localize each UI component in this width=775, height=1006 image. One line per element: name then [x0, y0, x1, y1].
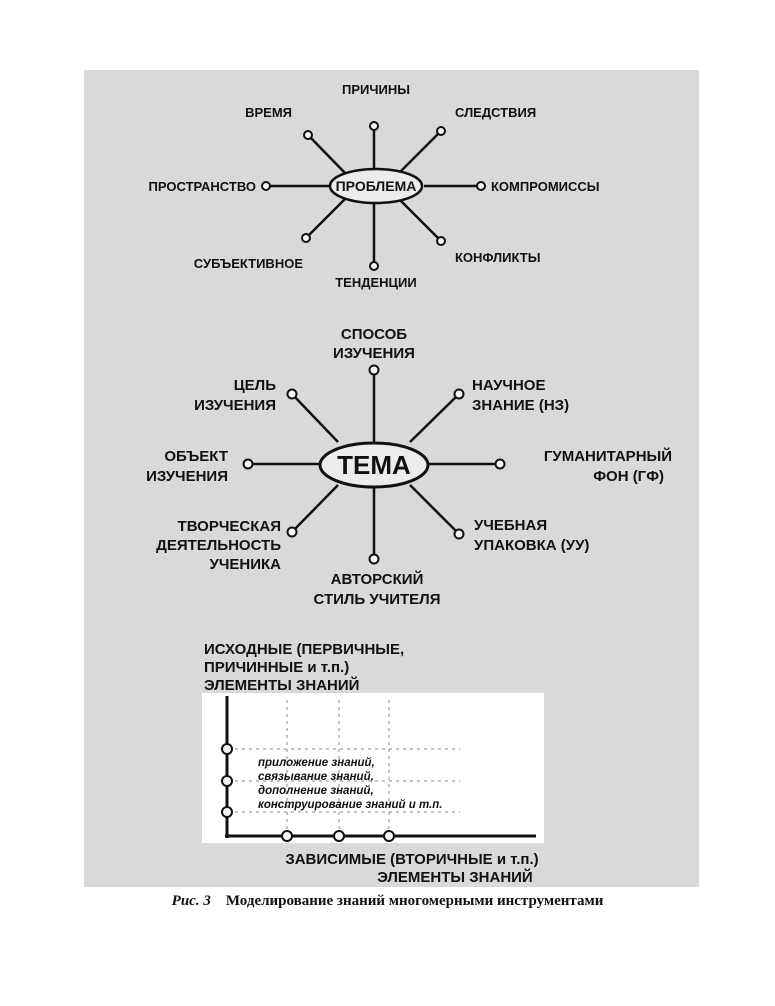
- problem-spoke: [397, 130, 442, 175]
- theme-center-ellipse: [318, 441, 430, 489]
- vertical-axis-label-line1: ИСХОДНЫЕ (ПЕРВИЧНЫЕ,: [204, 641, 404, 658]
- vertical-axis-node: [221, 743, 233, 755]
- operation-label: дополнение знаний,: [258, 785, 374, 797]
- theme-spoke: [409, 484, 460, 535]
- problem-spoke: [397, 197, 442, 242]
- theme-label-creative-line2: ДЕЯТЕЛЬНОСТЬ: [156, 537, 281, 554]
- problem-label-subjective: СУБЪЕКТИВНОЕ: [194, 256, 304, 271]
- theme-center-label: ТЕМА: [337, 450, 411, 480]
- horizontal-axis-node: [281, 830, 293, 842]
- problem-diagram: ПРОБЛЕМА ПРИЧИНЫ СЛЕДСТВИЯ КОМПРОМИССЫ К…: [149, 82, 600, 290]
- problem-spoke-node: [261, 181, 271, 191]
- theme-spoke: [291, 484, 339, 533]
- problem-label-consequences: СЛЕДСТВИЯ: [455, 105, 536, 120]
- theme-spoke-node: [368, 364, 380, 376]
- theme-label-style-line2: СТИЛЬ УЧИТЕЛЯ: [313, 591, 440, 608]
- theme-spoke-node: [286, 388, 298, 400]
- theme-label-method-line2: ИЗУЧЕНИЯ: [333, 345, 415, 362]
- theme-label-humanitarian-line1: ГУМАНИТАРНЫЙ: [544, 447, 672, 465]
- knowledge-grid: ИСХОДНЫЕ (ПЕРВИЧНЫЕ, ПРИЧИННЫЕ и т.п.) Э…: [202, 641, 544, 886]
- vertical-axis-node: [221, 806, 233, 818]
- problem-spoke-node: [303, 130, 313, 140]
- theme-diagram: ТЕМА СПОСОБ ИЗУЧЕНИЯ НАУЧНОЕ ЗНАНИЕ (НЗ)…: [146, 326, 672, 608]
- horizontal-axis-node: [333, 830, 345, 842]
- problem-label-space: ПРОСТРАНСТВО: [149, 179, 256, 194]
- theme-label-object-line2: ИЗУЧЕНИЯ: [146, 468, 228, 485]
- theme-label-package-line2: УПАКОВКА (УУ): [474, 537, 589, 554]
- horizontal-axis-label-line1: ЗАВИСИМЫЕ (ВТОРИЧНЫЕ и т.п.): [285, 851, 538, 868]
- operation-label: связывание знаний,: [258, 771, 374, 783]
- problem-spoke-node: [301, 233, 311, 243]
- theme-label-style-line1: АВТОРСКИЙ: [331, 570, 424, 588]
- problem-spoke-node: [436, 236, 446, 246]
- theme-spoke-node: [286, 526, 298, 538]
- horizontal-axis-label-line2: ЭЛЕМЕНТЫ ЗНАНИЙ: [377, 868, 532, 886]
- theme-spoke-node: [453, 528, 465, 540]
- theme-label-method-line1: СПОСОБ: [341, 326, 407, 343]
- problem-spoke: [305, 197, 347, 239]
- theme-label-object-line1: ОБЪЕКТ: [164, 448, 228, 465]
- vertical-axis-label-line2: ПРИЧИННЫЕ и т.п.): [204, 659, 349, 676]
- theme-label-goal-line2: ИЗУЧЕНИЯ: [194, 397, 276, 414]
- problem-spoke-node: [369, 121, 379, 131]
- vertical-axis-label-line3: ЭЛЕМЕНТЫ ЗНАНИЙ: [204, 676, 359, 694]
- problem-label-tendencies: ТЕНДЕНЦИИ: [335, 275, 417, 290]
- theme-label-science-line2: ЗНАНИЕ (НЗ): [472, 397, 569, 414]
- theme-spoke: [409, 393, 460, 443]
- figure-caption-text: Моделирование знаний многомерными инстру…: [225, 893, 604, 909]
- problem-spoke-node: [476, 181, 486, 191]
- vertical-axis-node: [221, 775, 233, 787]
- problem-label-time: ВРЕМЯ: [245, 105, 292, 120]
- problem-label-causes: ПРИЧИНЫ: [342, 82, 410, 97]
- problem-label-compromises: КОМПРОМИССЫ: [491, 179, 600, 194]
- theme-spoke-node: [494, 458, 506, 470]
- theme-spoke-node: [453, 388, 465, 400]
- theme-spoke-node: [368, 553, 380, 565]
- theme-label-package-line1: УЧЕБНАЯ: [474, 517, 547, 534]
- problem-center-ellipse: [328, 167, 424, 205]
- operation-label: конструирование знаний и т.п.: [258, 799, 442, 811]
- theme-label-creative-line3: УЧЕНИКА: [210, 556, 282, 573]
- horizontal-axis-node: [383, 830, 395, 842]
- theme-label-goal-line1: ЦЕЛЬ: [234, 377, 276, 394]
- problem-spoke-node: [369, 261, 379, 271]
- theme-label-creative-line1: ТВОРЧЕСКАЯ: [178, 518, 281, 535]
- problem-label-conflicts: КОНФЛИКТЫ: [455, 250, 540, 265]
- problem-spoke: [307, 134, 347, 175]
- grid-area: [202, 693, 544, 843]
- problem-spoke-node: [436, 126, 446, 136]
- theme-spoke-node: [242, 458, 254, 470]
- theme-label-humanitarian-line2: ФОН (ГФ): [593, 468, 664, 485]
- figure-caption-label: Рис. 3: [171, 893, 211, 909]
- problem-center-label: ПРОБЛЕМА: [336, 178, 417, 194]
- theme-label-science-line1: НАУЧНОЕ: [472, 377, 545, 394]
- operation-label: приложение знаний,: [258, 757, 375, 769]
- theme-spoke: [291, 393, 339, 443]
- figure-caption: Рис. 3 Моделирование знаний многомерными…: [0, 893, 775, 910]
